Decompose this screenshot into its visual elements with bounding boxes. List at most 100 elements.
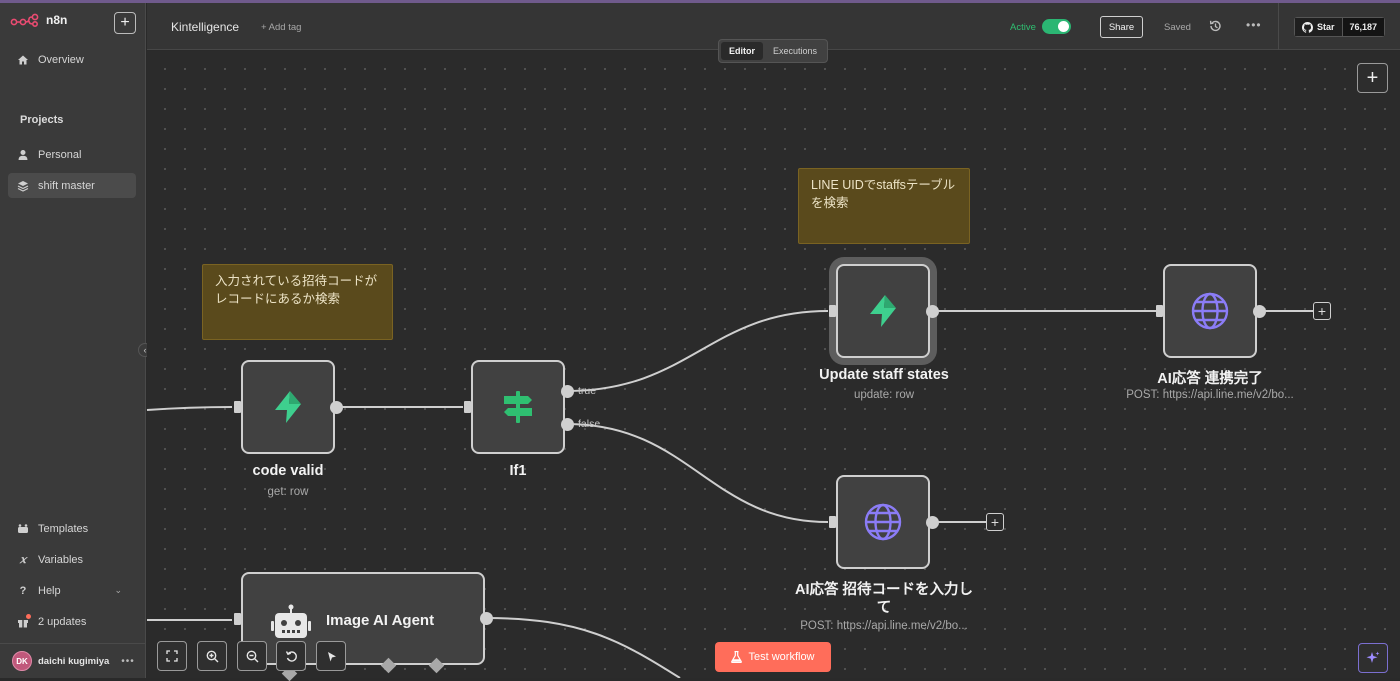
output-port-false[interactable] (561, 418, 574, 431)
fit-view-icon (166, 650, 178, 662)
sidebar-item-label: Variables (38, 553, 84, 566)
layers-icon (17, 180, 29, 192)
output-port-true[interactable] (561, 385, 574, 398)
workflow-name[interactable]: Kintelligence (171, 20, 240, 34)
node-title: Update staff states (819, 367, 949, 383)
zoom-out-button[interactable] (237, 641, 267, 671)
sidebar-item-label: 2 updates (38, 615, 87, 628)
ai-assistant-button[interactable] (1358, 643, 1388, 673)
sidebar-item-updates[interactable]: 2 updates (8, 609, 136, 634)
history-icon[interactable] (1208, 19, 1222, 33)
sidebar-item-help[interactable]: ? Help ⌄ (8, 578, 136, 603)
output-port[interactable] (480, 612, 493, 625)
test-workflow-label: Test workflow (748, 651, 815, 663)
github-star-count: 76,187 (1341, 17, 1386, 37)
node-title: Image AI Agent (326, 612, 435, 629)
node-subtitle: get: row (267, 486, 309, 498)
more-options-icon[interactable]: ••• (1246, 18, 1262, 32)
input-port[interactable] (234, 613, 241, 625)
n8n-logo-icon (10, 13, 39, 27)
create-new-button[interactable]: + (114, 12, 136, 34)
port-label-true: true (578, 385, 597, 397)
active-label: Active (1010, 22, 1036, 33)
sidebar-item-label: Personal (38, 148, 82, 161)
supabase-icon (870, 295, 896, 327)
node-ai-invite-code[interactable] (836, 475, 930, 569)
input-port[interactable] (829, 516, 836, 528)
globe-icon (1191, 292, 1229, 330)
tidy-up-button[interactable] (316, 641, 346, 671)
output-port[interactable] (1253, 305, 1266, 318)
templates-icon (17, 523, 29, 535)
sticky-note[interactable]: LINE UIDでstaffsテーブルを検索 (798, 168, 970, 244)
user-name: daichi kugimiya (38, 655, 110, 667)
avatar: DK (12, 651, 32, 671)
sidebar-item-variables[interactable]: 𝑥 Variables (8, 547, 136, 572)
node-subtitle: POST: https://api.line.me/v2/bo... (1126, 389, 1294, 401)
sidebar-item-label: Overview (38, 53, 84, 66)
tab-editor[interactable]: Editor (721, 42, 763, 60)
zoom-in-icon (206, 650, 218, 662)
input-port[interactable] (234, 401, 241, 413)
brand-logo[interactable]: n8n (10, 13, 67, 27)
gift-icon (17, 613, 31, 628)
view-tabs: Editor Executions (718, 39, 829, 63)
supabase-icon (275, 391, 301, 423)
globe-icon (864, 503, 902, 541)
flask-icon (731, 651, 743, 663)
zoom-out-icon (246, 650, 258, 662)
help-icon: ? (19, 584, 27, 597)
add-next-node-button[interactable]: + (986, 513, 1004, 531)
node-code-valid[interactable] (241, 360, 335, 454)
more-icon[interactable]: ••• (121, 655, 135, 667)
node-subtitle: POST: https://api.line.me/v2/bo... (800, 620, 968, 632)
output-port[interactable] (926, 516, 939, 529)
input-port[interactable] (829, 305, 836, 317)
input-port[interactable] (1156, 305, 1163, 317)
sidebar-item-label: Help (38, 584, 61, 597)
node-ai-complete[interactable] (1163, 264, 1257, 358)
projects-heading: Projects (20, 114, 64, 126)
fit-view-button[interactable] (157, 641, 187, 671)
sparkle-icon (1366, 651, 1380, 663)
sticky-note[interactable]: 入力されている招待コードがレコードにあるか検索 (202, 264, 393, 340)
active-toggle[interactable] (1042, 19, 1071, 34)
add-next-node-button[interactable]: + (1313, 302, 1331, 320)
node-if1[interactable] (471, 360, 565, 454)
node-update-staff-states[interactable] (836, 264, 930, 358)
add-node-button[interactable]: + (1357, 63, 1388, 93)
github-icon (1302, 21, 1313, 33)
sidebar-item-label: shift master (38, 179, 95, 192)
chevron-down-icon: ⌄ (114, 585, 122, 595)
reset-zoom-button[interactable] (276, 641, 306, 671)
test-workflow-button[interactable]: Test workflow (715, 642, 831, 672)
node-title: AI応答 招待コードを入力し (794, 582, 974, 598)
node-title: code valid (252, 463, 324, 479)
tab-executions[interactable]: Executions (773, 46, 818, 56)
port-label-false: false (578, 418, 601, 430)
github-star-label: Star (1317, 22, 1335, 32)
output-port[interactable] (330, 401, 343, 414)
github-star-button[interactable]: Star 76,187 (1294, 17, 1386, 37)
home-icon (17, 54, 29, 66)
user-menu[interactable]: DK daichi kugimiya ••• (0, 643, 146, 678)
saved-status: Saved (1164, 22, 1191, 33)
node-title-line2: て (876, 600, 892, 616)
input-port[interactable] (464, 401, 471, 413)
if-icon (504, 391, 532, 423)
node-title: If1 (509, 463, 527, 479)
add-tag-button[interactable]: + Add tag (261, 22, 302, 33)
share-button[interactable]: Share (1100, 16, 1143, 38)
node-image-ai-agent[interactable]: Image AI Agent (241, 572, 485, 665)
sidebar-item-shift-master[interactable]: shift master (8, 173, 136, 198)
output-port[interactable] (926, 305, 939, 318)
sidebar-item-templates[interactable]: Templates (8, 516, 136, 541)
top-accent-line (0, 0, 1400, 3)
sidebar-item-overview[interactable]: Overview (8, 47, 136, 72)
sidebar-item-personal[interactable]: Personal (8, 142, 136, 167)
node-title: AI応答 連携完了 (1157, 371, 1263, 387)
brand-name: n8n (46, 13, 68, 27)
zoom-in-button[interactable] (197, 641, 227, 671)
divider (1278, 3, 1279, 50)
robot-icon (271, 604, 311, 638)
